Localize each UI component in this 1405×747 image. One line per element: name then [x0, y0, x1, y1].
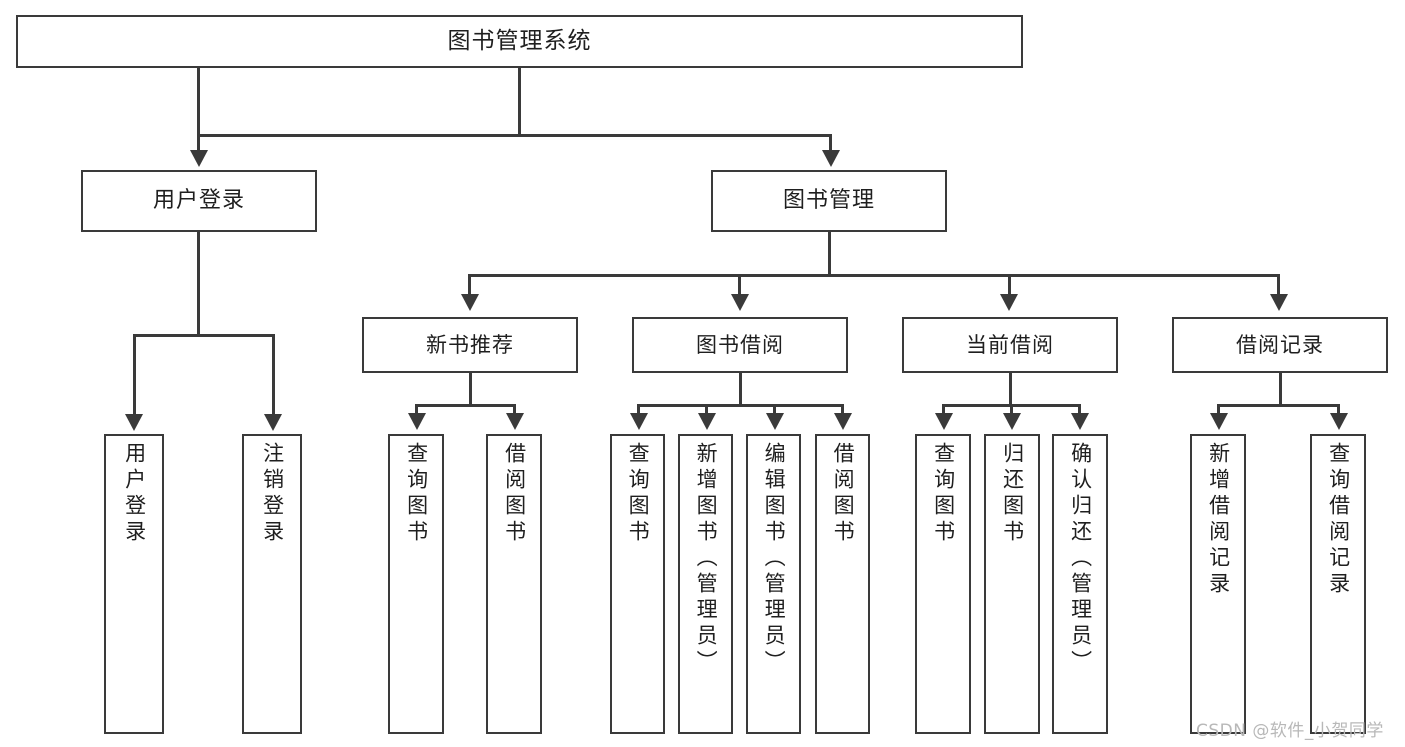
arrow-to-leaf-query-book-1	[408, 413, 426, 430]
connector-root-drop-right	[829, 134, 832, 151]
arrow-to-leaf-confirm-return	[1071, 413, 1089, 430]
node-label: 当前借阅	[966, 332, 1054, 357]
node-label: 归还图书	[1000, 442, 1025, 546]
connector-userlogin-stem	[197, 232, 200, 336]
arrow-to-leaf-query-book-2	[630, 413, 648, 430]
connector-newbook-stem	[469, 373, 472, 406]
node-label: 查询图书	[931, 442, 956, 546]
connector-borrowrecord-drop-2	[1337, 404, 1340, 414]
node-leaf-borrow-book[interactable]: 借阅图书	[815, 434, 870, 734]
arrow-to-leaf-borrow-book-2	[834, 413, 852, 430]
connector-borrowrecord-stem	[1279, 373, 1282, 406]
node-root-system[interactable]: 图书管理系统	[16, 15, 1023, 68]
connector-bookmanage-drop-3	[1008, 274, 1011, 295]
node-leaf-return-book[interactable]: 归还图书	[984, 434, 1040, 734]
node-label: 用户登录	[122, 442, 147, 546]
connector-bookmanage-bus	[468, 274, 1280, 277]
connector-borrowrecord-drop-1	[1217, 404, 1220, 414]
node-label: 新增借阅记录	[1206, 442, 1231, 598]
connector-bookborrow-drop-4	[841, 404, 844, 414]
connector-bookborrow-drop-2	[705, 404, 708, 414]
connector-currentborrow-drop-2	[1010, 404, 1013, 414]
node-label: 确认归还（管理员）	[1068, 442, 1093, 676]
node-leaf-user-logout[interactable]: 注销登录	[242, 434, 302, 734]
connector-borrowrecord-bus	[1217, 404, 1339, 407]
connector-root-drop-left	[197, 134, 200, 151]
connector-root-bus	[197, 134, 832, 137]
node-label: 图书管理系统	[447, 28, 592, 55]
connector-bookmanage-drop-2	[738, 274, 741, 295]
node-label: 新增图书（管理员）	[694, 442, 719, 676]
arrow-to-book-borrow	[731, 294, 749, 311]
connector-userlogin-bus	[133, 334, 275, 337]
node-label: 图书借阅	[696, 332, 784, 357]
arrow-to-leaf-user-login	[125, 414, 143, 431]
node-label: 新书推荐	[426, 332, 514, 357]
connector-bookborrow-bus	[637, 404, 843, 407]
connector-bookborrow-drop-3	[773, 404, 776, 414]
arrow-to-new-book-recommend	[461, 294, 479, 311]
arrow-to-leaf-add-record	[1210, 413, 1228, 430]
connector-bookmanage-drop-1	[468, 274, 471, 295]
connector-bookborrow-drop-1	[637, 404, 640, 414]
connector-currentborrow-stem	[1009, 373, 1012, 406]
node-label: 查询借阅记录	[1326, 442, 1351, 598]
node-label: 借阅图书	[831, 442, 856, 546]
node-label: 借阅图书	[502, 442, 527, 546]
connector-userlogin-drop-2	[272, 334, 275, 416]
node-label: 借阅记录	[1236, 332, 1324, 357]
arrow-to-leaf-edit-book	[766, 413, 784, 430]
connector-bookmanage-stem	[828, 232, 831, 276]
arrow-to-borrow-record	[1270, 294, 1288, 311]
arrow-to-user-login	[190, 150, 208, 167]
connector-newbook-drop-2	[513, 404, 516, 414]
node-label: 编辑图书（管理员）	[762, 442, 787, 676]
connector-userlogin-drop-1	[133, 334, 136, 416]
arrow-to-leaf-add-book	[698, 413, 716, 430]
node-leaf-edit-book[interactable]: 编辑图书（管理员）	[746, 434, 801, 734]
node-borrow-record[interactable]: 借阅记录	[1172, 317, 1388, 373]
node-leaf-add-borrow-record[interactable]: 新增借阅记录	[1190, 434, 1246, 734]
arrow-to-leaf-user-logout	[264, 414, 282, 431]
node-label: 注销登录	[260, 442, 285, 546]
arrow-to-leaf-query-book-3	[935, 413, 953, 430]
node-leaf-add-book[interactable]: 新增图书（管理员）	[678, 434, 733, 734]
node-leaf-confirm-return[interactable]: 确认归还（管理员）	[1052, 434, 1108, 734]
node-book-manage[interactable]: 图书管理	[711, 170, 947, 232]
node-label: 查询图书	[404, 442, 429, 546]
connector-root-stem	[197, 68, 200, 134]
connector-currentborrow-drop-3	[1078, 404, 1081, 414]
node-leaf-borrow-book-recommend[interactable]: 借阅图书	[486, 434, 542, 734]
arrow-to-leaf-query-record	[1330, 413, 1348, 430]
connector-newbook-bus	[415, 404, 514, 407]
node-user-login[interactable]: 用户登录	[81, 170, 317, 232]
connector-bookmanage-drop-4	[1277, 274, 1280, 295]
connector-bookborrow-stem	[739, 373, 742, 406]
node-label: 用户登录	[152, 188, 245, 214]
node-leaf-query-book-recommend[interactable]: 查询图书	[388, 434, 444, 734]
node-label: 图书管理	[782, 188, 875, 214]
node-leaf-query-borrow-record[interactable]: 查询借阅记录	[1310, 434, 1366, 734]
connector-root-center	[518, 68, 521, 134]
node-book-borrow[interactable]: 图书借阅	[632, 317, 848, 373]
node-label: 查询图书	[626, 442, 651, 546]
node-leaf-user-login[interactable]: 用户登录	[104, 434, 164, 734]
arrow-to-leaf-borrow-book-1	[506, 413, 524, 430]
arrow-to-current-borrow	[1000, 294, 1018, 311]
node-new-book-recommend[interactable]: 新书推荐	[362, 317, 578, 373]
arrow-to-leaf-return-book	[1003, 413, 1021, 430]
node-leaf-query-book-borrow[interactable]: 查询图书	[610, 434, 665, 734]
arrow-to-book-manage	[822, 150, 840, 167]
node-leaf-query-book-current[interactable]: 查询图书	[915, 434, 971, 734]
node-current-borrow[interactable]: 当前借阅	[902, 317, 1118, 373]
connector-newbook-drop-1	[415, 404, 418, 414]
connector-currentborrow-drop-1	[942, 404, 945, 414]
